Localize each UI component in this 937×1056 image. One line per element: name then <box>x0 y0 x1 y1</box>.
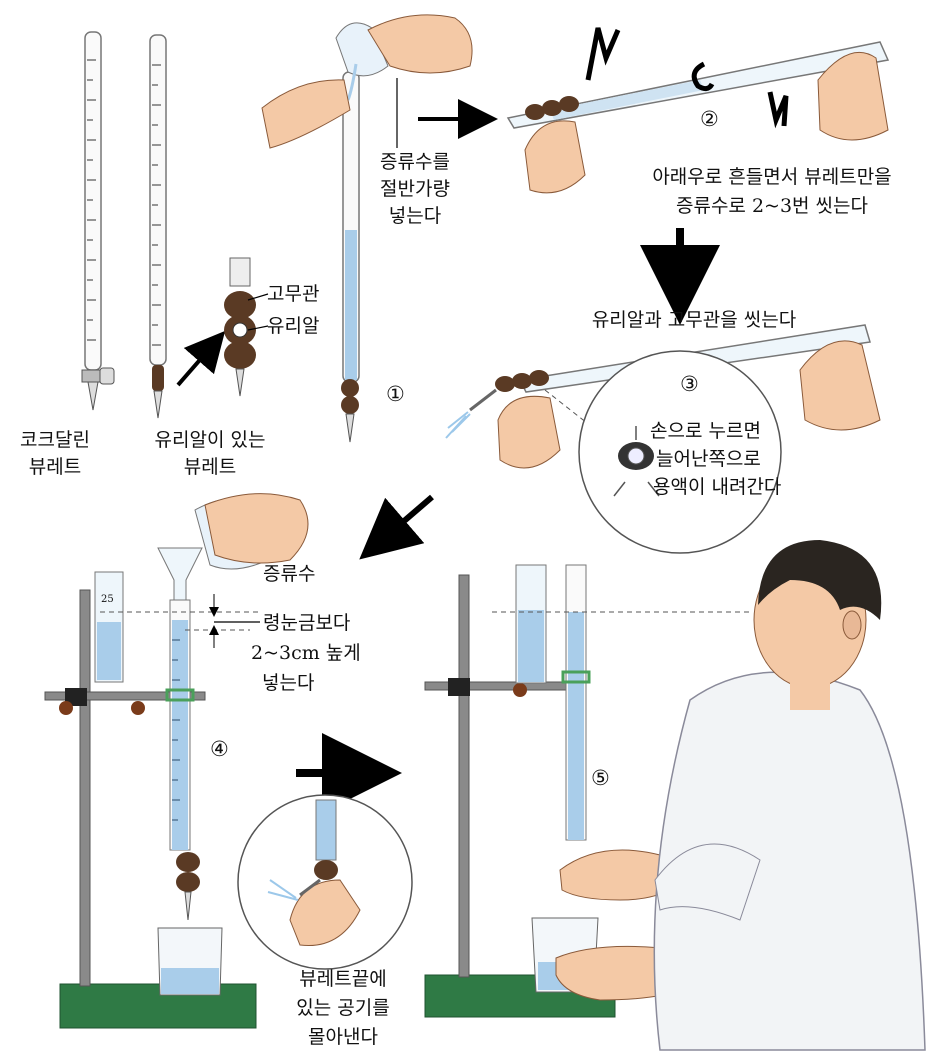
glassbead-burette <box>150 35 166 418</box>
distilled-water-label: 증류수 <box>263 563 315 585</box>
fill-label-3: 넣는다 <box>262 672 314 694</box>
wash-label: 유리알과 고무관을 씻는다 <box>592 309 796 331</box>
shake-label-1: 아래우로 흔들면서 뷰레트만을 <box>652 166 891 188</box>
step-4-number: ④ <box>210 737 229 761</box>
pointer-arrow <box>178 346 212 385</box>
rubber-tube-label: 고무관 <box>267 283 319 305</box>
fill-label-1: 령눈금보다 <box>263 612 350 634</box>
step1-illustration <box>262 15 472 442</box>
fill-label-2: 2~3cm 높게 <box>251 642 361 664</box>
expel-label-1: 뷰레트끝에 <box>299 968 386 990</box>
glass-bead-label: 유리알 <box>267 315 319 337</box>
press-note-1: 손으로 누르면 <box>650 420 761 442</box>
arrow-step3-to-4 <box>382 497 432 540</box>
pour-label-2: 절반가량 <box>380 178 450 200</box>
expel-label-3: 몰아낸다 <box>308 1026 378 1048</box>
expel-label-2: 있는 공기를 <box>296 997 389 1019</box>
step-1-number: ① <box>386 382 405 406</box>
step-5-number: ⑤ <box>591 766 610 790</box>
rubber-tube-closeup <box>224 258 268 396</box>
air-expel-closeup <box>238 795 412 969</box>
stopcock-burette <box>82 32 114 410</box>
pour-label-3: 넣는다 <box>389 205 441 227</box>
stopcock-burette-label-1: 코크달린 <box>20 429 90 451</box>
glassbead-burette-label-2: 뷰레트 <box>184 456 236 478</box>
stopcock-burette-label-2: 뷰레트 <box>29 456 81 478</box>
press-note-3: 용액이 내려간다 <box>653 476 781 498</box>
glassbead-burette-label-1: 유리알이 있는 <box>155 429 266 451</box>
pour-label-1: 증류수를 <box>380 151 450 173</box>
step-3-number: ③ <box>680 372 699 396</box>
cylinder-mark: 25 <box>101 594 114 605</box>
shake-label-2: 증류수로 2~3번 씻는다 <box>676 195 868 217</box>
press-note-2: 늘어난쪽으로 <box>656 448 761 470</box>
step5-illustration <box>425 540 925 1050</box>
step-2-number: ② <box>700 107 719 131</box>
